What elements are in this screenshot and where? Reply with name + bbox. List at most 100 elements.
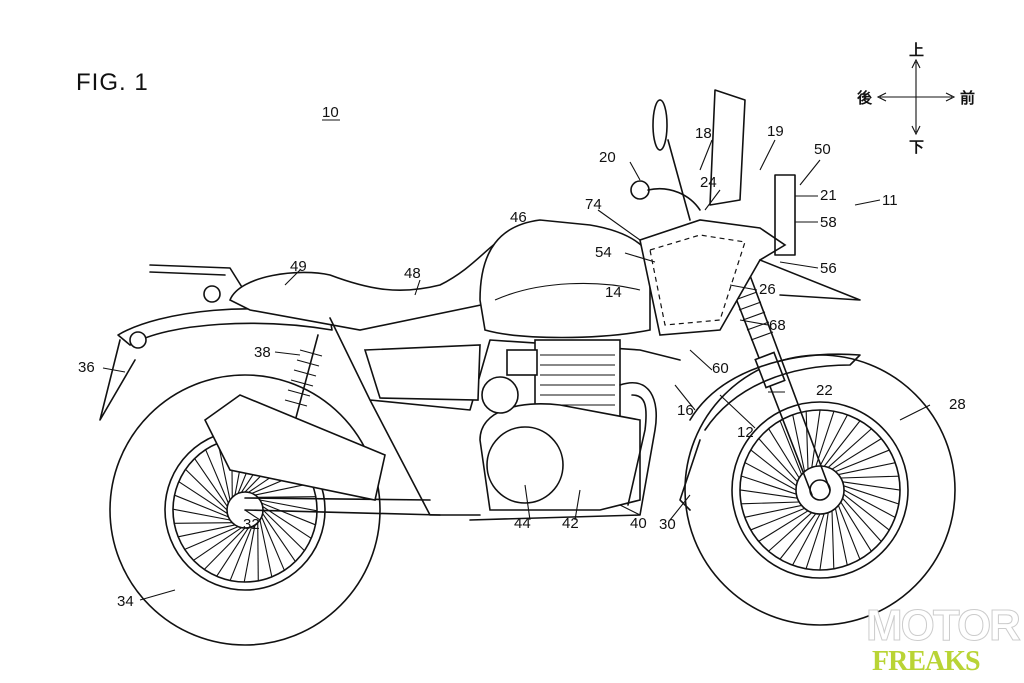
spoke: [184, 526, 239, 550]
dir-front: 前: [960, 89, 975, 107]
ref-74: 74: [585, 196, 602, 213]
spoke: [262, 509, 305, 552]
spoke: [768, 512, 813, 552]
spoke: [178, 524, 236, 538]
spoke: [217, 443, 231, 501]
ref-38: 38: [254, 344, 271, 361]
spoke: [741, 475, 797, 495]
svg-text:MOTOR: MOTOR: [866, 601, 1020, 650]
rear-fender: [117, 308, 333, 346]
spoke: [815, 411, 835, 467]
spoke: [744, 462, 797, 491]
spoke: [205, 449, 229, 504]
ref-54: 54: [595, 244, 612, 261]
spoke: [178, 481, 228, 514]
exhaust-pipe: [469, 382, 657, 521]
spoke: [259, 519, 273, 577]
ref-49: 49: [290, 258, 307, 275]
front-fender: [679, 353, 861, 511]
spoke: [750, 507, 805, 531]
spoke: [837, 505, 861, 560]
fairing: [639, 219, 787, 336]
tail-light: [129, 331, 147, 349]
spoke: [758, 510, 809, 542]
ref-12: 12: [737, 424, 754, 441]
spoke: [750, 449, 797, 487]
ref-42: 42: [562, 515, 579, 532]
spoke: [838, 462, 896, 476]
spoke: [805, 513, 825, 569]
ref-24: 24: [700, 174, 717, 191]
spoke: [259, 499, 318, 512]
ref-40: 40: [630, 515, 647, 532]
spoke: [257, 496, 316, 498]
rear-mudflap: [99, 339, 136, 421]
spoke: [229, 526, 253, 581]
ref-28: 28: [949, 396, 966, 413]
dir-down: 下: [909, 138, 924, 156]
turn-signal: [203, 285, 221, 303]
spoke: [842, 481, 901, 491]
ref-32: 32: [243, 516, 260, 533]
ref-48: 48: [404, 265, 421, 282]
ref-56: 56: [820, 260, 837, 277]
spoke: [243, 524, 256, 583]
ref-26: 26: [759, 281, 776, 298]
ref-36: 36: [78, 359, 95, 376]
spoke: [174, 522, 233, 524]
seat: [228, 238, 506, 331]
front-fork: [724, 261, 831, 496]
spoke: [843, 489, 896, 518]
spoke: [779, 420, 803, 475]
spoke: [768, 428, 800, 479]
spoke: [262, 513, 296, 562]
ref-14: 14: [605, 284, 622, 301]
spoke: [827, 428, 872, 468]
spoke: [779, 513, 817, 560]
dir-up: 上: [909, 41, 924, 59]
side-cover: [363, 344, 481, 401]
spoke: [819, 512, 829, 571]
handlebar-grip: [630, 180, 650, 200]
ref-18: 18: [695, 125, 712, 142]
spoke: [257, 522, 259, 581]
dir-rear: 後: [856, 89, 873, 107]
spoke: [739, 489, 798, 499]
ref-22: 22: [816, 382, 833, 399]
spoke: [805, 411, 809, 470]
spoke: [831, 510, 835, 569]
svg-text:FREAKS: FREAKS: [872, 646, 980, 677]
engine: [479, 339, 641, 511]
leader-lines: [102, 139, 931, 601]
spoke: [261, 502, 316, 526]
spoke: [216, 527, 249, 577]
spoke: [193, 527, 242, 561]
ref-20: 20: [599, 149, 616, 166]
spoke: [819, 414, 848, 467]
ref-68: 68: [769, 317, 786, 334]
spoke: [811, 409, 821, 468]
windscreen: [709, 89, 746, 206]
spoke: [834, 508, 848, 566]
ref-19: 19: [767, 123, 784, 140]
spoke: [185, 468, 228, 511]
spoke: [823, 420, 861, 467]
spoke: [194, 458, 228, 507]
fuel-tank: [479, 219, 651, 339]
ref-21: 21: [820, 187, 837, 204]
watermark-logo: MOTOR FREAKS: [866, 601, 1023, 678]
ref-16: 16: [677, 402, 694, 419]
spoke: [758, 438, 798, 483]
spoke: [261, 516, 285, 571]
figure-title: FIG. 1: [76, 69, 149, 96]
ref-44: 44: [514, 515, 531, 532]
front-upper-fender: [759, 259, 861, 301]
spoke: [792, 414, 806, 472]
spoke: [842, 497, 882, 542]
spoke: [174, 494, 229, 518]
ref-34: 34: [117, 593, 134, 610]
overall-ref-numeral: 10: [322, 104, 339, 121]
front-wheel: [684, 354, 956, 626]
